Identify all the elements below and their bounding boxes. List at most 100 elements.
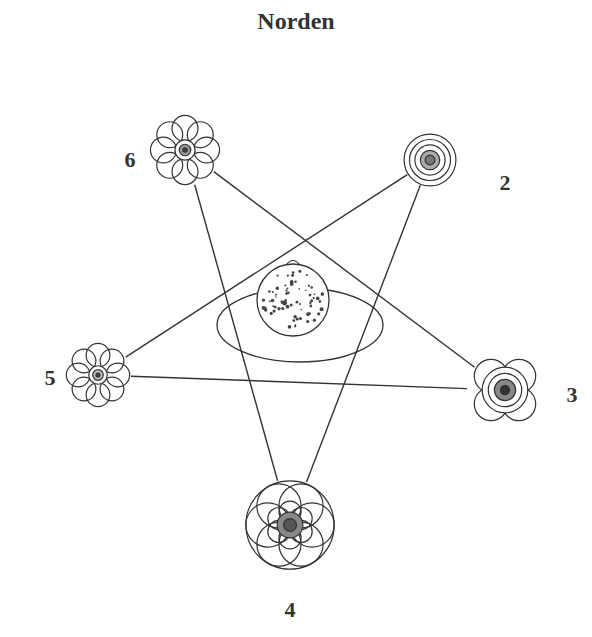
callout-number: 2 <box>500 172 511 194</box>
sphere-dot <box>273 310 276 313</box>
sphere-dot <box>305 290 307 292</box>
sphere-dot <box>285 292 288 295</box>
flower-line <box>277 512 303 538</box>
flower-line <box>93 370 104 381</box>
sphere-dot <box>262 299 265 302</box>
flower-line <box>425 155 435 165</box>
sphere-dot <box>313 297 315 299</box>
flower-line <box>246 481 334 569</box>
sphere-dot <box>313 319 316 322</box>
flower-line <box>482 367 528 413</box>
flower-line <box>415 145 445 175</box>
sphere-dot <box>316 297 320 301</box>
sphere-dot <box>269 301 271 303</box>
sphere-dot <box>286 305 290 309</box>
sphere-dot <box>317 298 319 300</box>
sphere-dot <box>274 306 277 309</box>
callout-number: 3 <box>567 384 578 406</box>
sphere-dot <box>285 290 287 292</box>
flower-line <box>89 366 107 384</box>
sphere-dots <box>262 270 325 329</box>
flower-symbol <box>244 479 336 571</box>
flower-line <box>420 150 439 169</box>
flower-line <box>86 383 110 407</box>
sphere-dot <box>293 315 296 318</box>
sphere-dot <box>320 307 324 311</box>
sphere-dot <box>310 299 313 302</box>
sphere-dot <box>290 280 294 284</box>
flower-node: 4 <box>244 479 336 571</box>
sphere-dot <box>317 312 320 315</box>
sphere-dot <box>298 270 301 273</box>
sphere-dot <box>276 287 279 290</box>
flower-line <box>86 343 110 367</box>
flower-symbol <box>65 342 131 408</box>
sphere-dot <box>309 294 312 297</box>
flower-node: 3 <box>467 352 543 428</box>
flower-line <box>175 140 195 160</box>
sphere-dot <box>299 317 302 320</box>
sphere-dot <box>314 294 316 296</box>
sphere-dot <box>308 285 310 287</box>
sphere-dot <box>271 299 275 303</box>
sphere-dot <box>283 301 287 305</box>
flower-line <box>284 519 297 532</box>
sphere-dot <box>300 309 302 311</box>
dotted-sphere <box>257 264 329 336</box>
sphere-dot <box>275 294 277 296</box>
connector-line <box>195 185 278 481</box>
sphere-dot <box>294 326 296 328</box>
flower-line <box>172 159 198 185</box>
flower-node: 6 <box>149 114 221 186</box>
sphere-dot <box>321 292 325 296</box>
callout-number: 4 <box>285 599 296 621</box>
flower-symbol <box>467 352 543 428</box>
sphere-dot <box>277 275 279 277</box>
sphere-dot <box>288 325 292 329</box>
sphere-dot <box>284 285 286 287</box>
flower-line <box>494 379 515 400</box>
flower-symbol <box>403 133 457 187</box>
callout-number: 5 <box>45 367 56 389</box>
sphere-dot <box>272 291 274 293</box>
sphere-dot <box>292 271 295 274</box>
sphere-dot <box>268 290 271 293</box>
sphere-dot <box>309 305 312 308</box>
sphere-dot <box>319 300 322 303</box>
sphere-dot <box>308 312 311 315</box>
flower-line <box>66 363 90 387</box>
sphere-dot <box>281 307 284 310</box>
flower-line <box>404 134 456 186</box>
title: Norden <box>0 8 592 35</box>
flower-symbol <box>149 114 221 186</box>
callout-number: 6 <box>125 149 136 171</box>
flower-node: 5 <box>65 342 131 408</box>
sphere-nub <box>286 261 300 266</box>
sphere-dot <box>294 281 296 283</box>
flower-line <box>488 373 521 406</box>
sphere-dot <box>285 299 287 301</box>
sphere-dot <box>296 301 299 304</box>
sphere-dot <box>291 274 294 277</box>
sphere-dot <box>318 313 320 315</box>
sphere-dot <box>298 288 300 290</box>
sphere-dot <box>299 303 301 305</box>
flower-line <box>183 148 187 152</box>
sphere-dot <box>287 275 289 277</box>
sphere-dot <box>292 319 295 322</box>
sphere-dot <box>306 320 309 323</box>
flower-line <box>194 137 220 163</box>
connector-line <box>214 172 475 368</box>
flower-line <box>500 385 509 394</box>
flower-node: 2 <box>403 133 457 187</box>
flower-line <box>409 139 450 180</box>
flower-line <box>179 144 191 156</box>
connector-line <box>307 185 421 482</box>
flower-line <box>96 373 100 377</box>
sphere-dot <box>286 288 288 290</box>
sphere-dot <box>306 274 308 276</box>
sphere-dot <box>270 312 273 315</box>
connector-line <box>131 376 467 388</box>
sphere-dot <box>310 286 313 289</box>
flower-line <box>172 115 198 141</box>
